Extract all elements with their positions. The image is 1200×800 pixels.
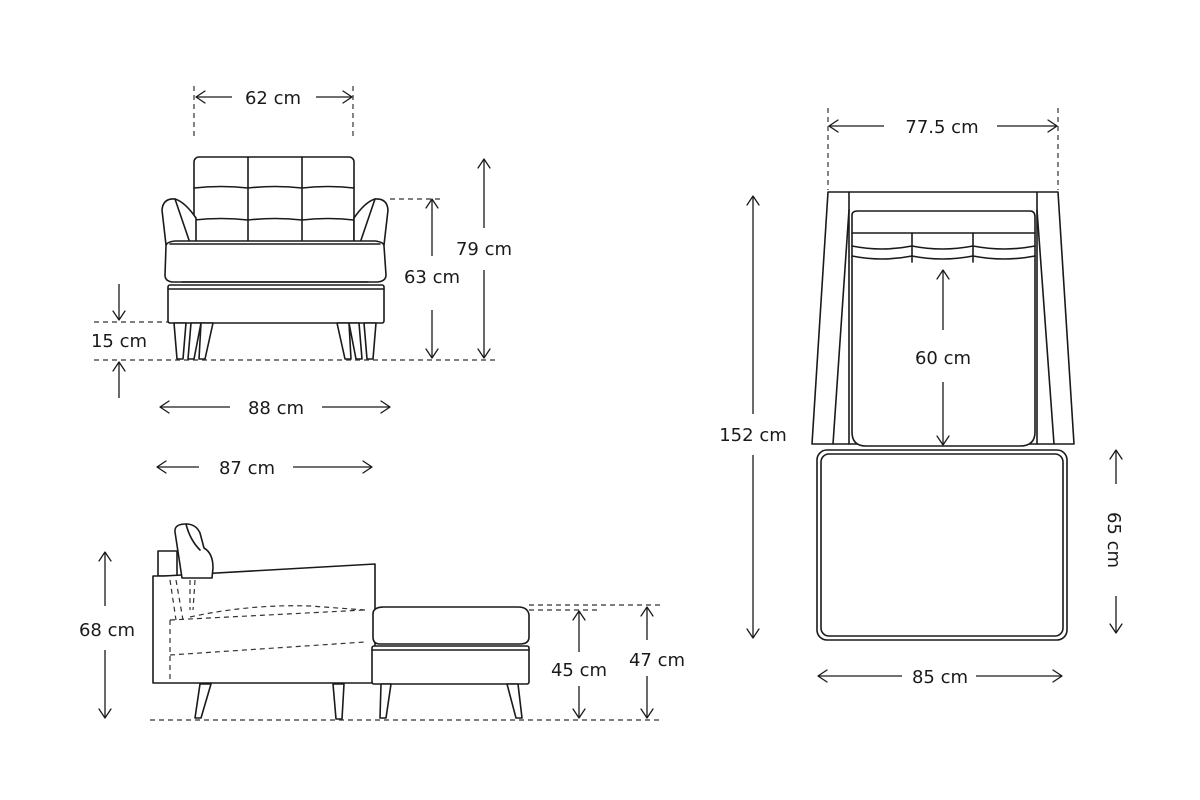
dimension-label-152cm: 152 cm (719, 425, 787, 446)
dimension-label-60cm: 60 cm (915, 348, 971, 369)
dimension-label-68cm: 68 cm (79, 620, 135, 641)
dimension-label-15cm: 15 cm (91, 331, 147, 352)
dimension-label-85cm: 85 cm (912, 667, 968, 688)
top-view: 77.5 cm 60 cm 152 cm 65 (719, 108, 1124, 688)
dimension-label-87cm: 87 cm (219, 458, 275, 479)
dimension-label-88cm: 88 cm (248, 398, 304, 419)
side-view: 87 cm 68 cm (79, 458, 685, 721)
dimension-label-62cm: 62 cm (245, 88, 301, 109)
dimension-label-63cm: 63 cm (404, 267, 460, 288)
front-view: 62 cm 79 cm 63 cm 15 cm 88 cm (91, 86, 512, 419)
dimension-label-47cm: 47 cm (629, 650, 685, 671)
dimension-label-65cm: 65 cm (1103, 512, 1124, 568)
dimension-label-79cm: 79 cm (456, 239, 512, 260)
dimension-label-45cm: 45 cm (551, 660, 607, 681)
dimension-label-77-5cm: 77.5 cm (905, 117, 978, 138)
